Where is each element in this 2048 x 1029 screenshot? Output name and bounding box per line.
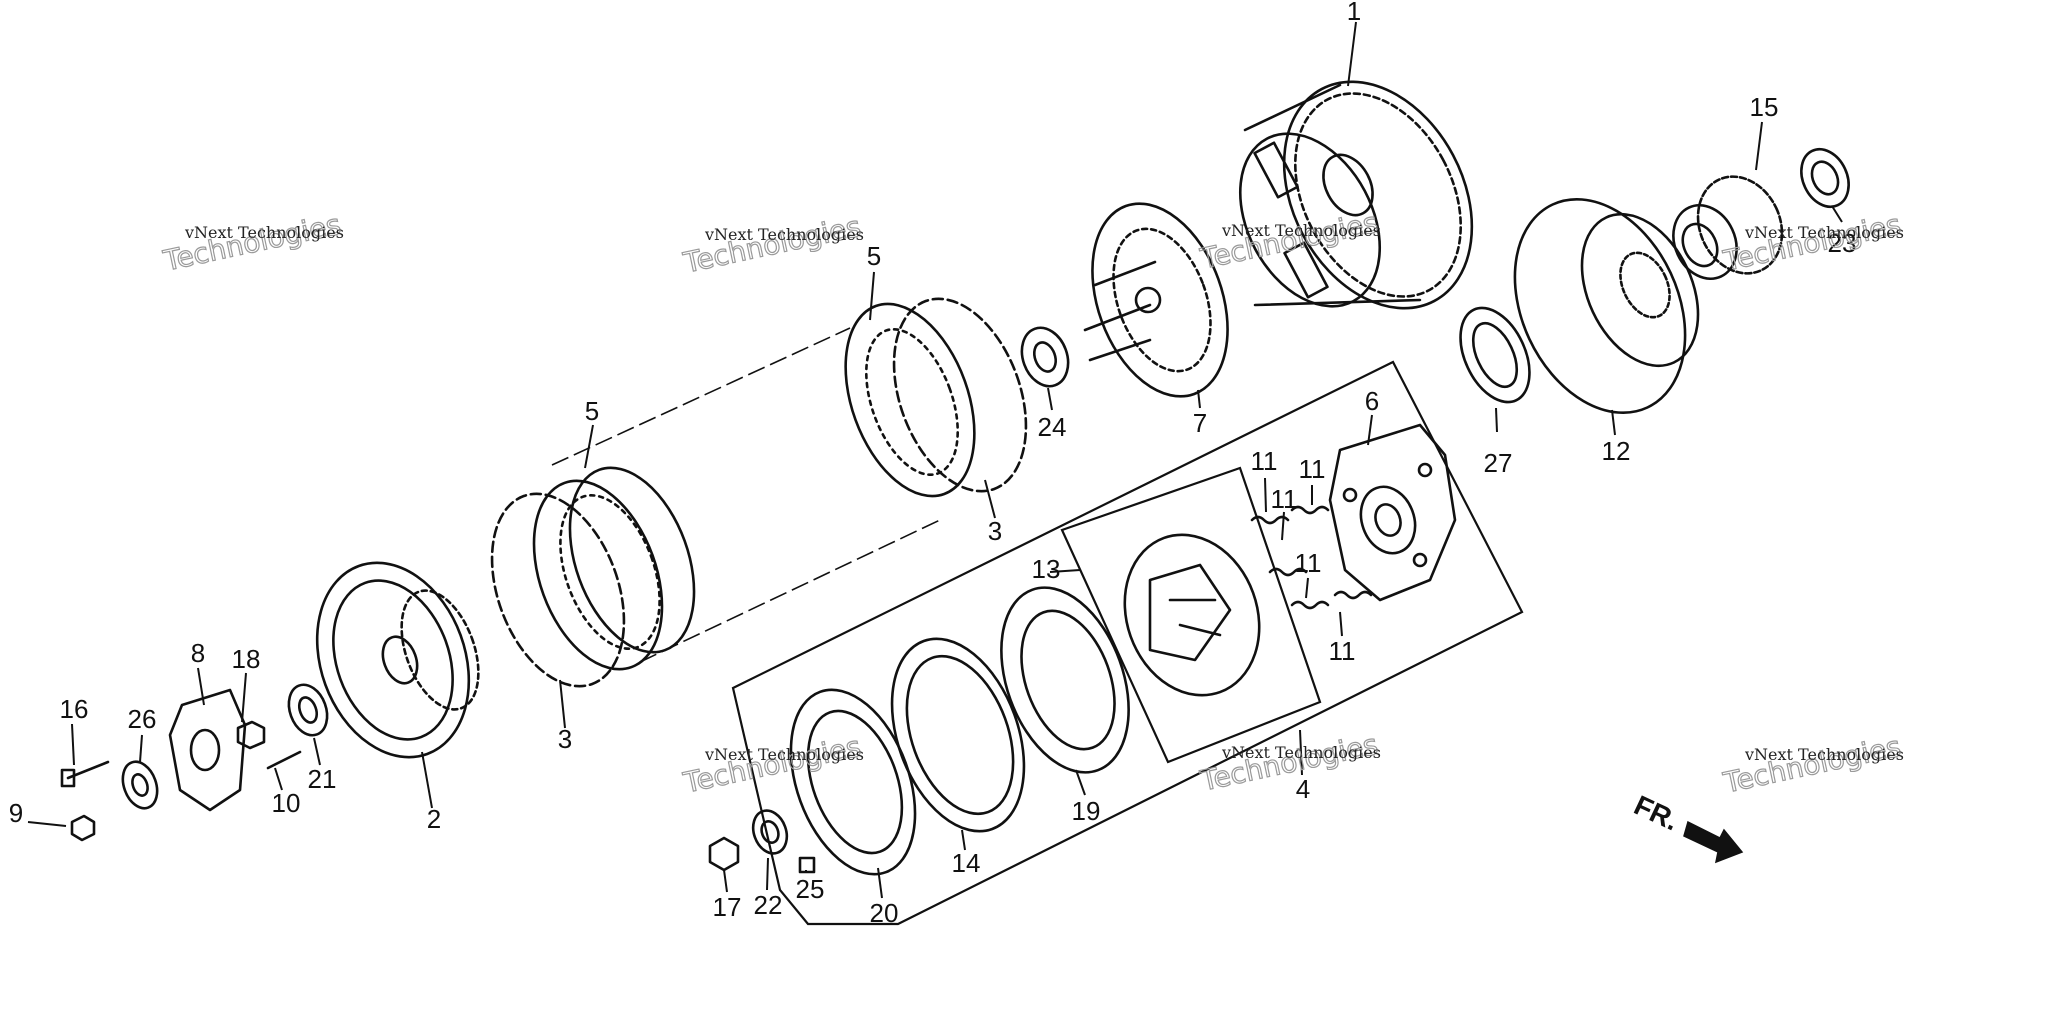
callout-27: 27 xyxy=(1484,448,1513,478)
part-clutch-plates-left xyxy=(490,327,941,688)
direction-arrow-fr: FR. xyxy=(1629,789,1744,864)
watermark-outline: Technologies xyxy=(1197,206,1381,276)
part-clutch-center xyxy=(315,561,480,759)
part-washer-23 xyxy=(1800,147,1850,209)
part-washer-24 xyxy=(1020,326,1070,388)
watermark-outline: Technologies xyxy=(160,208,344,278)
callout-4: 4 xyxy=(1296,774,1310,804)
callout-22: 22 xyxy=(754,890,783,920)
callout-13: 13 xyxy=(1032,554,1061,584)
callout-5: 5 xyxy=(867,241,881,271)
watermark-text: vNext Technologies xyxy=(1221,743,1381,762)
callout-9: 9 xyxy=(9,798,23,828)
svg-text:FR.: FR. xyxy=(1629,789,1683,836)
watermark-outline: Technologies xyxy=(680,730,864,800)
part-clutch-outer xyxy=(1238,80,1474,310)
part-hardware-left xyxy=(60,683,329,842)
part-pressure-plate xyxy=(1083,202,1229,398)
callout-2: 2 xyxy=(427,804,441,834)
callout-11: 11 xyxy=(1271,484,1298,514)
callout-20: 20 xyxy=(870,898,899,928)
callout-7: 7 xyxy=(1193,408,1207,438)
callout-10: 10 xyxy=(272,788,301,818)
callout-19: 19 xyxy=(1072,796,1101,826)
callout-1: 1 xyxy=(1347,0,1361,26)
callout-24: 24 xyxy=(1038,412,1067,442)
leader-lines xyxy=(27,21,1843,899)
watermark-text: vNext Technologies xyxy=(1744,223,1904,242)
callout-11: 11 xyxy=(1299,454,1326,484)
part-springs xyxy=(1250,505,1373,610)
callout-18: 18 xyxy=(232,644,261,674)
part-gear-15 xyxy=(1672,175,1784,280)
callout-25: 25 xyxy=(796,874,825,904)
part-clutch-shoes xyxy=(1123,533,1261,697)
watermark-outline: Technologies xyxy=(1720,730,1904,800)
callout-14: 14 xyxy=(952,848,981,878)
callout-3: 3 xyxy=(988,516,1002,546)
callout-26: 26 xyxy=(128,704,157,734)
watermark-outline: Technologies xyxy=(680,210,864,280)
watermark-text: vNext Technologies xyxy=(704,225,864,244)
watermark-text: vNext Technologies xyxy=(704,745,864,764)
shoe-subgroup-outline xyxy=(1060,466,1322,764)
callout-15: 15 xyxy=(1750,92,1779,122)
part-bearing xyxy=(1459,306,1531,404)
callout-16: 16 xyxy=(60,694,89,724)
callout-11: 11 xyxy=(1251,446,1278,476)
callout-6: 6 xyxy=(1365,386,1379,416)
callout-3: 3 xyxy=(558,724,572,754)
watermark-text: vNext Technologies xyxy=(1221,221,1381,240)
callout-21: 21 xyxy=(308,764,337,794)
watermark-text: vNext Technologies xyxy=(1744,745,1904,764)
callout-11: 11 xyxy=(1295,548,1322,578)
part-clutch-plates-right xyxy=(844,297,1028,498)
callout-17: 17 xyxy=(713,892,742,922)
part-friction-disc-19 xyxy=(1000,586,1130,774)
callout-5: 5 xyxy=(585,396,599,426)
callout-23: 23 xyxy=(1828,228,1857,258)
callout-11: 11 xyxy=(1329,636,1356,666)
callout-8: 8 xyxy=(191,638,205,668)
part-plate-6 xyxy=(1328,423,1457,602)
watermark-outline: Technologies xyxy=(1720,208,1904,278)
callout-12: 12 xyxy=(1602,436,1631,466)
watermark-text: vNext Technologies xyxy=(184,223,344,242)
part-plate-20 xyxy=(789,688,917,876)
watermark-outline: Technologies xyxy=(1197,728,1381,798)
assembly-group-outline xyxy=(731,360,1524,926)
